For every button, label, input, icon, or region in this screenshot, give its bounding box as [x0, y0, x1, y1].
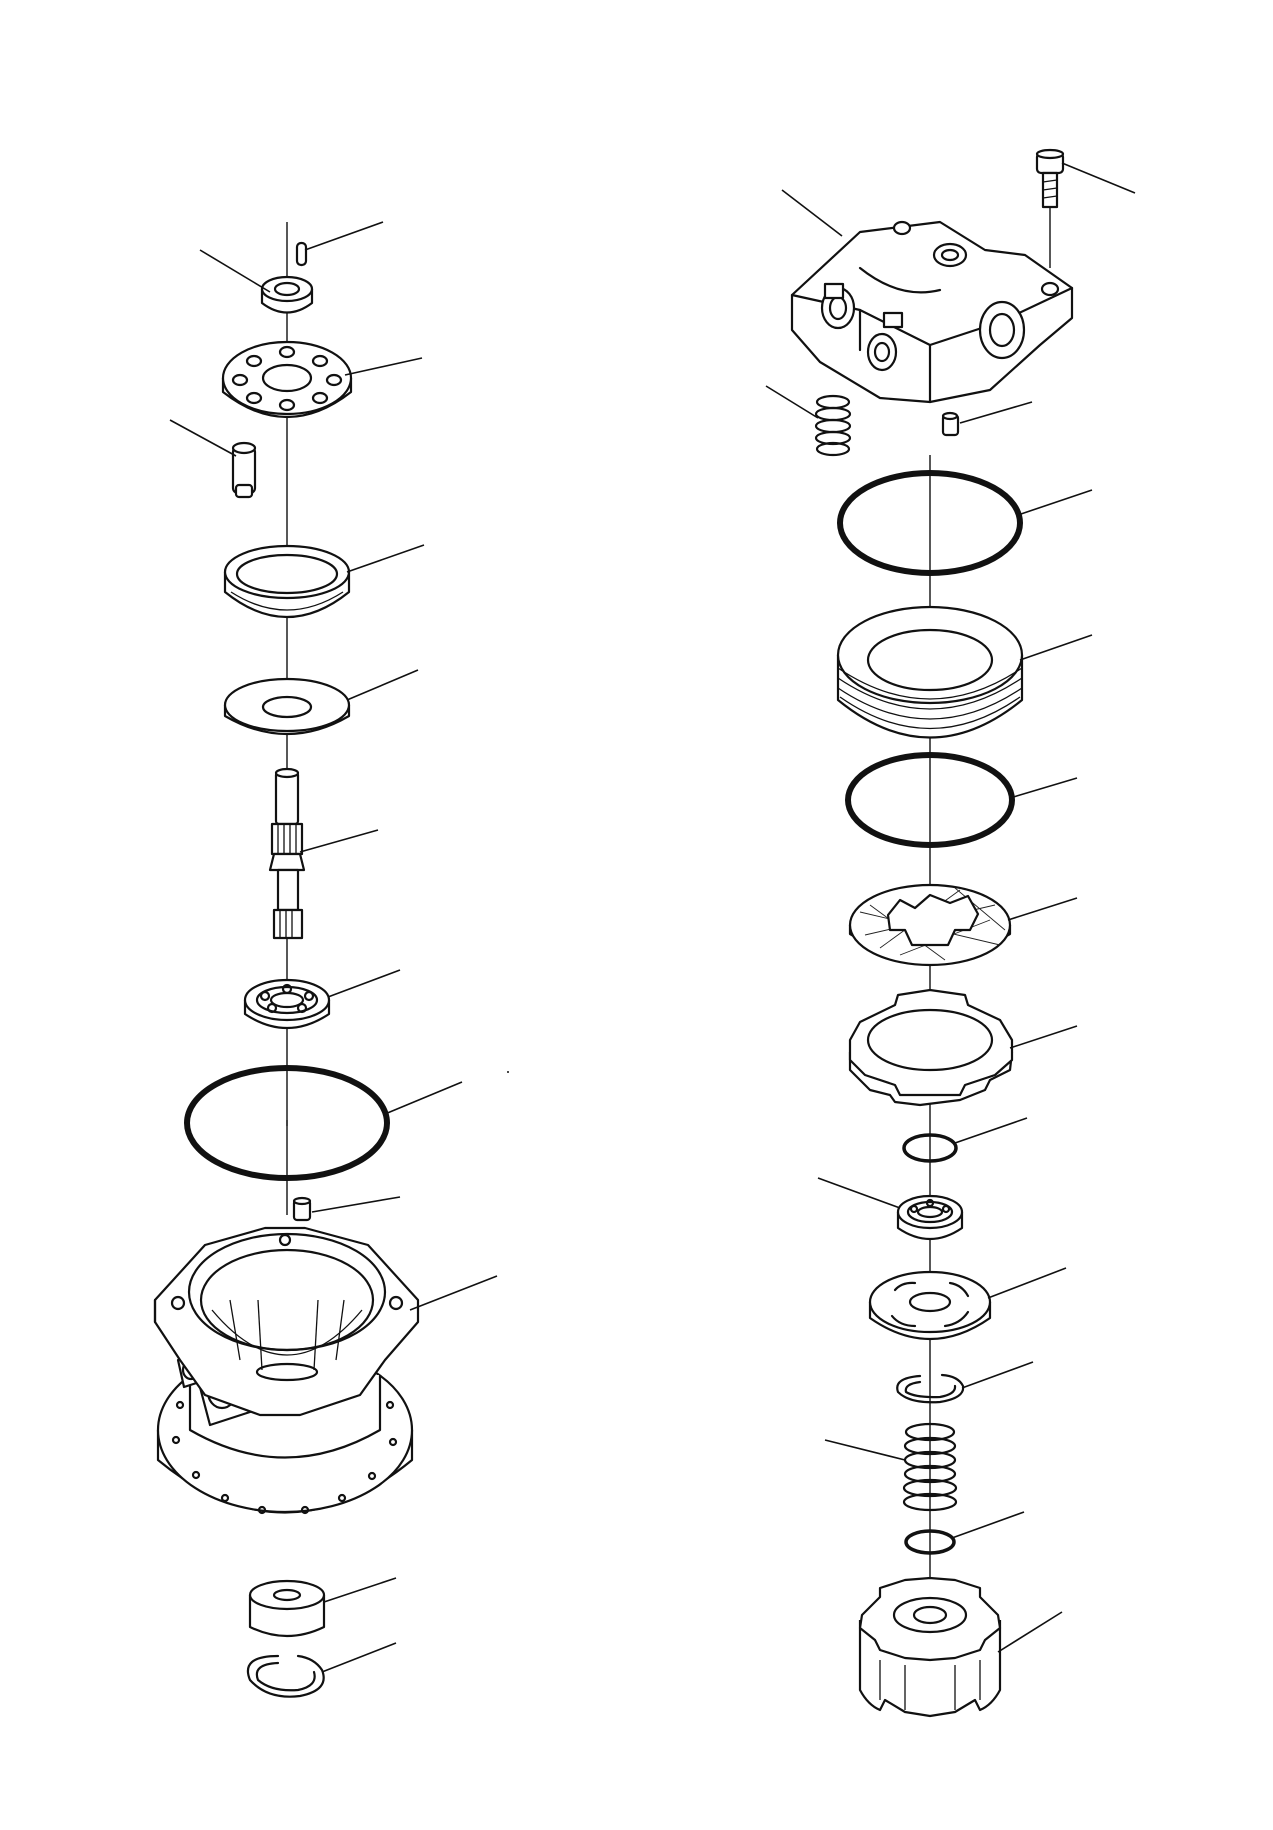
- right-friction-disc: [848, 883, 1078, 967]
- left-seal-ring: [223, 544, 425, 618]
- left-dowel-pin: [292, 1196, 401, 1222]
- right-small-o-ring-lower: [904, 1511, 1025, 1555]
- left-flanged-housing: [153, 1226, 498, 1515]
- right-lugged-plate: [848, 988, 1078, 1107]
- right-coil-spring: [824, 1422, 958, 1512]
- right-valve-cover: [781, 189, 1074, 404]
- left-ball-bearing: [243, 969, 401, 1030]
- right-spring: [765, 385, 852, 457]
- right-ball-bearing: [817, 1177, 964, 1240]
- left-pin: [295, 221, 384, 267]
- left-spool: [169, 419, 257, 499]
- right-large-o-ring: [837, 470, 1093, 576]
- right-o-ring: [845, 752, 1078, 848]
- left-ported-plate: [221, 340, 423, 418]
- right-valve-plate: [868, 1267, 1067, 1341]
- left-assembly: [153, 221, 498, 1698]
- left-snap-ring: [246, 1642, 397, 1698]
- left-thrust-washer: [223, 669, 419, 736]
- left-nut: [199, 249, 314, 314]
- left-splined-shaft: [268, 767, 379, 940]
- right-castellated-cap: [858, 1576, 1063, 1718]
- right-dowel-pin: [941, 401, 1033, 437]
- left-bushing: [248, 1577, 397, 1637]
- right-assembly: [765, 148, 1136, 1718]
- right-small-o-ring: [902, 1117, 1028, 1163]
- right-threaded-ring: [836, 605, 1093, 739]
- right-snap-ring: [896, 1361, 1034, 1404]
- stray-mark: [507, 1071, 509, 1073]
- left-large-o-ring: [184, 1065, 463, 1181]
- right-bolt: [1035, 148, 1136, 268]
